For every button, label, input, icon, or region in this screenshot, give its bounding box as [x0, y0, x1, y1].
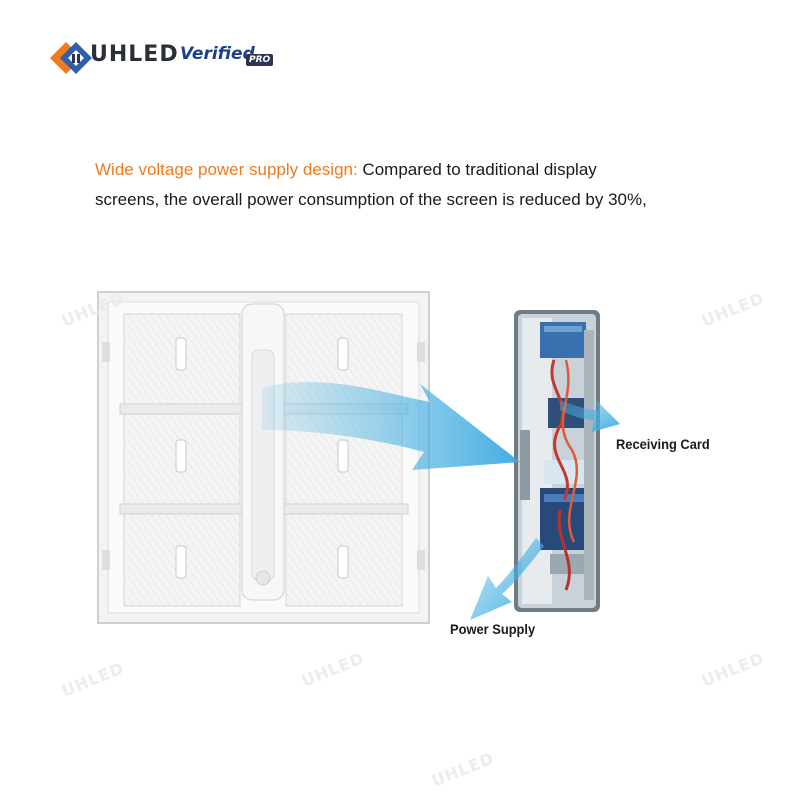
receiving-card-arrow — [560, 400, 620, 432]
power-supply-label: Power Supply — [450, 621, 536, 637]
pro-badge: PRO — [246, 54, 274, 66]
verified-text: Verified — [180, 44, 255, 64]
uhled-logo-icon — [50, 42, 92, 74]
power-supply-arrow — [470, 538, 544, 620]
headline: Wide voltage power supply design: Compar… — [95, 155, 735, 215]
led-cabinet-back-image — [97, 291, 430, 624]
headline-highlight: Wide voltage power supply design: — [95, 160, 358, 179]
receiving-card-label: Receiving Card — [616, 436, 710, 452]
headline-line2: screens, the overall power consumption o… — [95, 190, 647, 209]
main-flow-arrow — [262, 382, 520, 470]
headline-line1: Compared to traditional display — [357, 160, 597, 179]
brand-name: UHLED — [90, 42, 179, 67]
